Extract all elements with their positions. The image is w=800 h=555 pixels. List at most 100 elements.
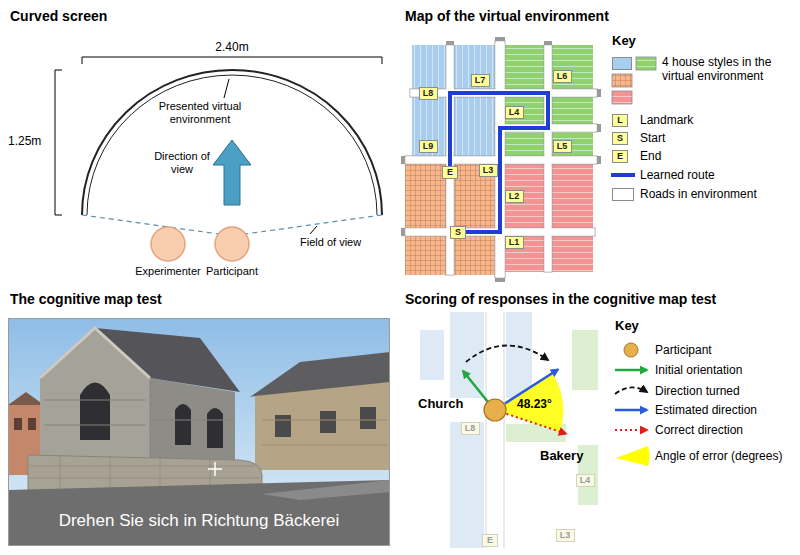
key-heading-box: Key — [612, 33, 636, 49]
environment-map — [401, 37, 601, 282]
legend-entry: End — [640, 149, 661, 163]
person-label: Experimenter — [130, 265, 206, 278]
virtual-scene-screenshot-part — [275, 415, 291, 437]
environment-map-part — [405, 41, 597, 278]
legend-text: Correct direction — [655, 423, 743, 437]
landmark-box: S — [612, 132, 628, 145]
virtual-scene-screenshot — [8, 318, 390, 546]
screen-diagram-part — [55, 70, 62, 215]
map-key-samples-part — [612, 91, 632, 104]
screen-diagram-part — [224, 79, 229, 98]
virtual-scene-screenshot-part — [40, 328, 150, 470]
virtual-scene-screenshot-part — [14, 418, 22, 430]
landmark-label: L4 — [580, 476, 591, 485]
scoring-map-part — [466, 345, 548, 362]
virtual-scene-screenshot-part — [360, 407, 376, 429]
virtual-scene-screenshot-part — [250, 352, 390, 397]
person-label-box: Participant — [204, 265, 260, 278]
place-label: Church — [418, 396, 464, 412]
landmark-label: E — [447, 168, 453, 177]
landmark-box: L1 — [505, 236, 524, 249]
environment-map-part-part — [495, 37, 505, 41]
key-heading-box: Key — [615, 318, 639, 334]
landmark-box: L5 — [553, 140, 572, 153]
landmark-box: L7 — [471, 74, 490, 87]
place-label: Bakery — [540, 448, 583, 464]
landmark-box: L3 — [479, 164, 498, 177]
landmark-label: L9 — [423, 142, 434, 151]
scoring-map — [420, 312, 598, 548]
map-key-samples-part — [636, 57, 656, 70]
virtual-scene-screenshot-part — [8, 480, 390, 546]
map-key-samples-part — [612, 74, 632, 87]
instruction-text-box: Drehen Sie sich in Richtung Bäckerei — [8, 511, 390, 531]
scoring-key-samples-part — [616, 446, 650, 466]
scoring-map-part — [484, 399, 506, 421]
screen-label: Presented virtual environment — [145, 100, 255, 126]
legend-swatch — [612, 188, 634, 201]
scoring-key-samples — [615, 343, 650, 466]
environment-map-part — [450, 93, 548, 232]
legend-text: 4 house styles in the virtual environmen… — [662, 55, 794, 84]
landmark-box: E — [612, 150, 628, 163]
virtual-scene-screenshot-part — [262, 480, 390, 500]
panel-title-box: Map of the virtual environment — [405, 8, 609, 25]
scoring-map-part — [506, 414, 566, 434]
scoring-map-part — [506, 312, 532, 398]
legend-text: Learned route — [640, 168, 715, 182]
panel-title-box: The cognitive map test — [10, 291, 162, 308]
field-label: Field of view — [300, 236, 361, 249]
panel-title-box: Curved screen — [10, 8, 107, 25]
legend-swatch — [612, 57, 632, 70]
legend-entry: Angle of error (degrees) — [655, 449, 782, 463]
screen-label-box: Presented virtual environment — [145, 100, 255, 126]
person-label: Participant — [204, 265, 260, 278]
virtual-scene-screenshot-part — [320, 411, 336, 433]
landmark-box: L2 — [505, 190, 524, 203]
screen-diagram-part — [245, 215, 382, 234]
legend-entry: Initial orientation — [655, 363, 742, 377]
virtual-scene-screenshot-part — [8, 392, 44, 405]
legend-text: Start — [640, 131, 665, 145]
environment-map-part-part — [544, 41, 552, 45]
virtual-scene-screenshot-part — [28, 418, 36, 430]
screen-diagram-part — [310, 226, 317, 234]
panel-title: Map of the virtual environment — [405, 8, 609, 25]
dimension-label: 2.40m — [202, 40, 262, 54]
screen-diagram-part — [82, 215, 219, 234]
legend-text: Initial orientation — [655, 363, 742, 377]
screen-diagram-part — [213, 140, 251, 205]
environment-map-part-part — [401, 228, 405, 236]
panel-title-box: Scoring of responses in the cognitive ma… — [405, 291, 716, 308]
landmark-label: L3 — [560, 531, 571, 540]
virtual-scene-screenshot-part — [9, 319, 390, 546]
screen-diagram-part — [215, 227, 249, 261]
virtual-scene-screenshot-part — [175, 404, 191, 445]
angle-label-box: 48.23° — [517, 397, 552, 411]
legend-entry: Correct direction — [655, 423, 743, 437]
screen-diagram-part — [82, 57, 382, 64]
map-key-samples-part — [611, 173, 635, 177]
instruction-text: Drehen Sie sich in Richtung Bäckerei — [8, 511, 390, 531]
environment-map-part-part — [495, 278, 505, 282]
environment-map-part-part — [597, 124, 601, 132]
legend-entry: Participant — [655, 343, 712, 357]
landmark-label: L2 — [509, 192, 520, 201]
place-label-box: Church — [418, 396, 464, 412]
legend-text: End — [640, 149, 661, 163]
virtual-scene-screenshot-part — [8, 318, 390, 546]
legend-text: Direction turned — [655, 384, 740, 398]
place-label-box: Bakery — [540, 448, 583, 464]
scoring-key-samples-part — [624, 343, 638, 357]
scoring-map-part — [450, 422, 484, 548]
panel-title: The cognitive map test — [10, 291, 162, 308]
virtual-scene-screenshot-part — [208, 462, 222, 476]
faded-landmark-box: E — [482, 534, 498, 547]
screen-diagram-part — [82, 70, 382, 215]
scoring-key-samples-part — [615, 429, 647, 431]
legend-entry: Direction turned — [655, 384, 740, 398]
landmark-label: L7 — [475, 76, 486, 85]
legend-entry: 4 house styles in the virtual environmen… — [662, 55, 794, 84]
landmark-box: L — [612, 114, 628, 127]
